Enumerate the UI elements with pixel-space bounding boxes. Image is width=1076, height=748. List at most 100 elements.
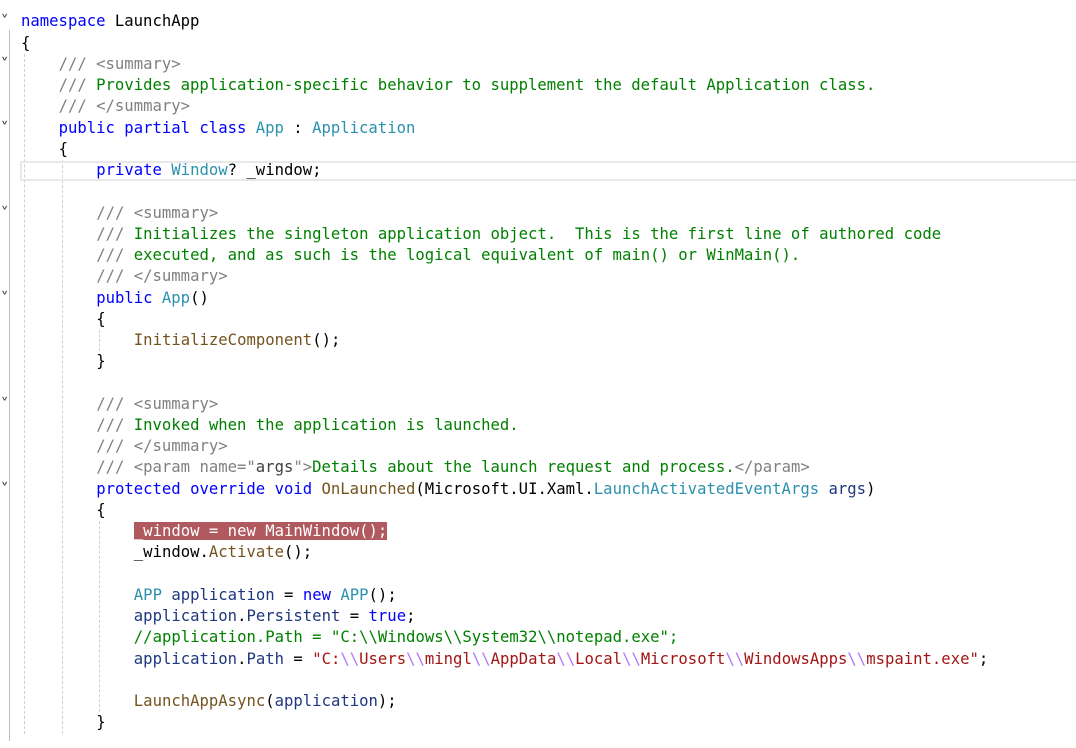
string-literal: mingl xyxy=(424,649,472,668)
doc-tag: /// <summary> xyxy=(58,54,181,73)
code-text: ); xyxy=(377,692,397,711)
type-name: APP xyxy=(133,585,162,604)
keyword: public partial class xyxy=(58,118,256,137)
chevron-down-icon[interactable]: ˅ xyxy=(0,203,9,222)
code-line[interactable]: private Window? _window; xyxy=(96,160,321,181)
code-text: { xyxy=(58,139,68,158)
code-text: (); xyxy=(368,585,397,604)
code-line[interactable]: InitializeComponent(); xyxy=(134,330,341,351)
code-line[interactable]: APP application = new APP(); xyxy=(134,585,397,606)
string-literal: AppData xyxy=(490,649,557,668)
code-line[interactable]: /// </summary> xyxy=(96,266,227,287)
string-literal: Local xyxy=(575,649,623,668)
code-text: } xyxy=(96,713,106,732)
string-literal: Users xyxy=(359,649,407,668)
doc-tag: /// </summary> xyxy=(96,437,228,456)
escape-sequence: \\ xyxy=(622,649,641,668)
code-line[interactable]: /// <summary> xyxy=(96,203,218,224)
chevron-down-icon[interactable]: ˅ xyxy=(0,479,9,498)
indent-guide xyxy=(99,330,101,352)
code-line[interactable]: { xyxy=(59,139,68,160)
doc-attr-value: args xyxy=(255,458,294,477)
comment: Details about the launch request and pro… xyxy=(312,458,735,477)
escape-sequence: \\ xyxy=(556,649,576,668)
code-line[interactable]: /// Initializes the singleton applicatio… xyxy=(96,224,941,245)
doc-tag: /// </summary> xyxy=(96,267,228,286)
code-line[interactable]: application.Path = "C:\\Users\\mingl\\Ap… xyxy=(134,649,988,670)
keyword: new xyxy=(302,585,341,604)
chevron-down-icon[interactable]: ˅ xyxy=(0,12,9,31)
chevron-down-icon[interactable]: ˅ xyxy=(0,288,9,307)
code-line[interactable]: public partial class App : Application xyxy=(59,118,416,139)
code-line[interactable]: /// </summary> xyxy=(96,436,227,457)
chevron-down-icon[interactable]: ˅ xyxy=(0,54,9,73)
doc-tag: /// xyxy=(96,415,134,434)
code-line[interactable]: application.Persistent = true; xyxy=(134,606,416,627)
code-line[interactable]: } xyxy=(96,712,105,733)
code-line[interactable]: { xyxy=(96,309,105,330)
code-line[interactable]: { xyxy=(96,500,105,521)
identifier: application xyxy=(274,692,378,711)
comment: Invoked when the application is launched… xyxy=(133,415,519,434)
comment: executed, and as such is the logical equ… xyxy=(133,246,801,265)
code-text: } xyxy=(96,352,106,371)
identifier: args xyxy=(819,479,867,498)
outline-bar xyxy=(9,305,10,370)
indent-guide xyxy=(61,160,63,734)
code-line[interactable]: } xyxy=(96,351,105,372)
code-line[interactable]: /// </summary> xyxy=(59,96,190,117)
code-line[interactable]: namespace LaunchApp xyxy=(21,11,199,32)
code-line[interactable]: /// <summary> xyxy=(96,394,218,415)
code-text: ; xyxy=(978,649,989,668)
code-text: (Microsoft.UI.Xaml. xyxy=(415,479,594,498)
code-text: : xyxy=(283,118,313,137)
code-line[interactable]: _window = new MainWindow(); xyxy=(133,521,388,542)
code-line[interactable]: /// <param name="args">Details about the… xyxy=(96,457,810,478)
escape-sequence: \\ xyxy=(847,649,867,668)
identifier: application xyxy=(133,607,238,626)
chevron-down-icon[interactable]: ˅ xyxy=(0,394,9,413)
doc-tag: /// xyxy=(96,246,134,265)
code-line[interactable]: public App() xyxy=(96,288,209,309)
code-line[interactable]: LaunchAppAsync(application); xyxy=(134,691,397,712)
method-name: LaunchAppAsync xyxy=(133,692,266,711)
code-line[interactable]: //application.Path = "C:\\Windows\\Syste… xyxy=(134,627,679,648)
escape-sequence: \\ xyxy=(725,649,745,668)
code-line[interactable]: /// executed, and as such is the logical… xyxy=(96,245,800,266)
code-line[interactable]: /// <summary> xyxy=(59,54,181,75)
comment: //application.Path = "C:\\Windows\\Syste… xyxy=(133,628,679,647)
code-line[interactable]: protected override void OnLaunched(Micro… xyxy=(96,479,875,500)
method-name: InitializeComponent xyxy=(133,331,313,349)
code-text: (); xyxy=(312,331,341,349)
code-line[interactable]: /// Provides application-specific behavi… xyxy=(59,75,876,96)
keyword: private xyxy=(96,161,172,180)
code-text: (); xyxy=(284,543,313,562)
type-name: App xyxy=(161,288,191,307)
doc-tag: /// <summary> xyxy=(96,203,219,222)
keyword: public xyxy=(96,288,162,307)
highlighted-statement: _window = new MainWindow(); xyxy=(133,522,388,541)
chevron-down-icon[interactable]: ˅ xyxy=(0,118,9,137)
doc-tag: /// xyxy=(96,224,134,243)
outline-bar xyxy=(9,496,10,731)
code-text: () xyxy=(190,288,209,307)
code-line[interactable]: /// Invoked when the application is laun… xyxy=(96,415,518,436)
outline-bar xyxy=(9,220,10,285)
code-text: ? _window; xyxy=(227,161,322,180)
identifier: Path xyxy=(246,649,285,668)
doc-tag: /// </summary> xyxy=(58,97,191,116)
keyword: namespace xyxy=(21,12,106,31)
code-line[interactable]: { xyxy=(21,33,30,54)
string-literal: Microsoft xyxy=(640,649,726,668)
identifier: Persistent xyxy=(246,607,341,626)
code-text: ; xyxy=(406,607,416,626)
escape-sequence: \\ xyxy=(471,649,491,668)
code-line[interactable]: _window.Activate(); xyxy=(134,542,312,563)
doc-tag: </param> xyxy=(734,458,810,477)
type-name: Application xyxy=(312,118,416,137)
method-name: OnLaunched xyxy=(321,479,416,498)
outline-bar xyxy=(9,72,10,115)
outline-bar xyxy=(9,411,10,476)
type-name: App xyxy=(255,118,284,137)
